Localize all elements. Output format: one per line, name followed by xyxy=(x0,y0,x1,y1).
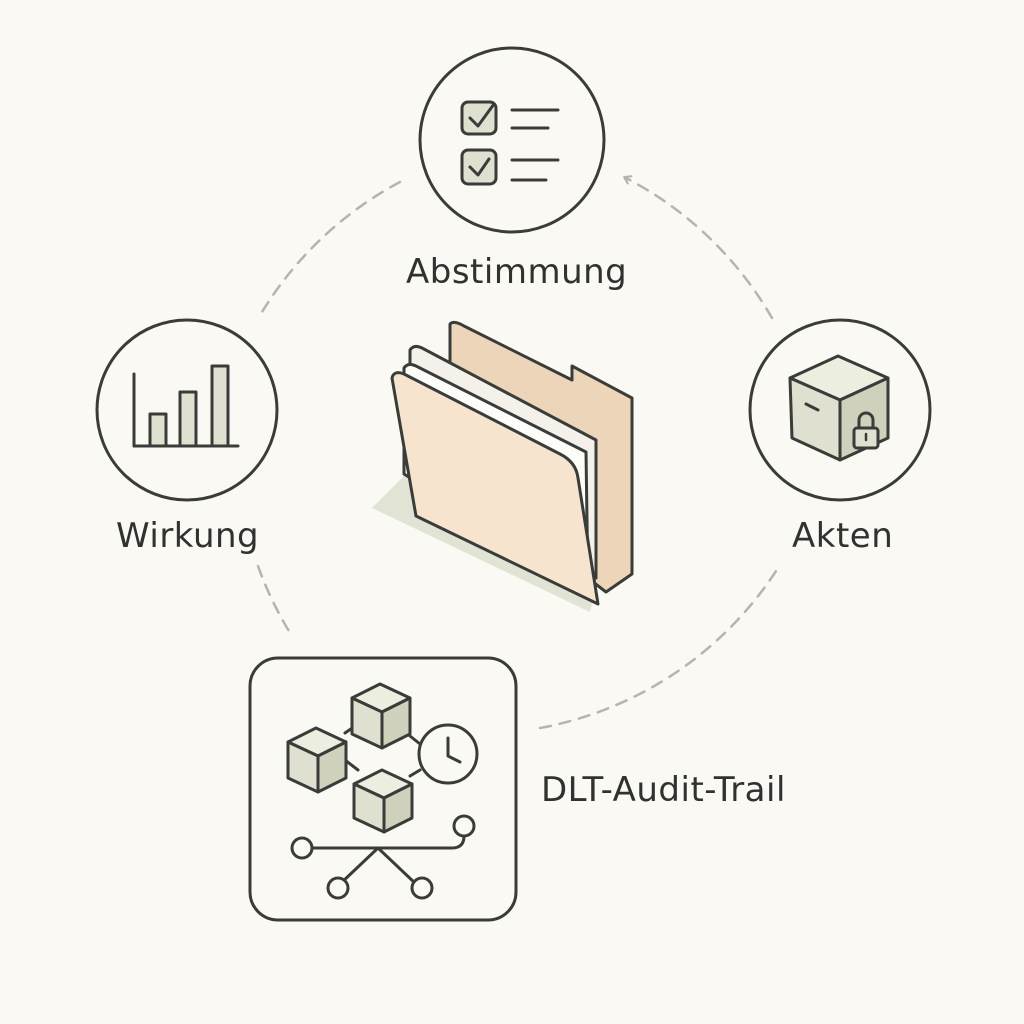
folder-front xyxy=(390,371,600,606)
bar-chart-icon xyxy=(132,364,240,448)
arc-abstimmung-to-wirkung xyxy=(260,180,402,314)
abstimmung-label: Abstimmung xyxy=(406,252,628,292)
clock-icon xyxy=(417,723,479,785)
block-top xyxy=(350,682,412,750)
arc-dlt-to-akten xyxy=(538,566,780,730)
arc-akten-to-abstimmung xyxy=(623,175,774,320)
dlt-audit-trail-label: DLT-Audit-Trail xyxy=(541,770,786,810)
block-left xyxy=(286,726,348,794)
network-tree xyxy=(290,814,476,900)
akten-label: Akten xyxy=(792,516,894,556)
folder-icon xyxy=(372,320,634,612)
abstimmung-circle xyxy=(418,46,606,234)
abstimmung-node xyxy=(418,46,606,234)
akten-node xyxy=(748,318,932,502)
arc-wirkung-to-dlt xyxy=(256,564,294,638)
blockchain-network-icon xyxy=(286,682,479,900)
locked-box-icon xyxy=(788,354,890,462)
block-bottom xyxy=(352,768,414,834)
wirkung-node xyxy=(95,318,279,502)
dlt-node xyxy=(248,656,518,922)
cycle-connectors xyxy=(256,175,780,730)
checklist-icon xyxy=(460,100,560,186)
wirkung-label: Wirkung xyxy=(116,516,260,556)
